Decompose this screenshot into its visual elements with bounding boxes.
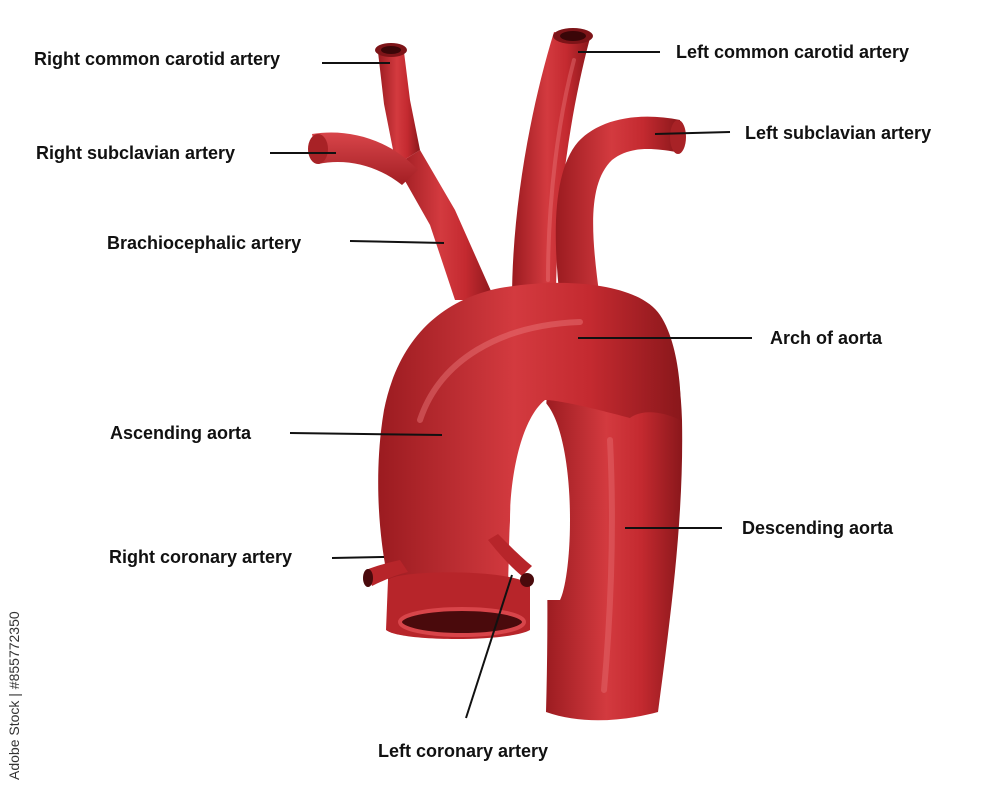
right-subclavian-end (308, 134, 328, 164)
label-brachiocephalic-artery: Brachiocephalic artery (107, 233, 302, 253)
label-arch-of-aorta: Arch of aorta (770, 328, 883, 348)
stock-watermark-id: Adobe Stock | #855772350 (6, 611, 22, 780)
left-subclavian-vessel (555, 116, 680, 300)
vessel-highlight-carotid (546, 58, 576, 282)
left-subclavian-end (670, 120, 686, 154)
right-coronary-end (363, 569, 373, 587)
label-ascending-aorta: Ascending aorta (110, 423, 252, 443)
leader-left-coronary (465, 574, 513, 719)
brachiocephalic-vessel (396, 150, 495, 300)
label-descending-aorta: Descending aorta (742, 518, 894, 538)
label-left-common-carotid-artery: Left common carotid artery (676, 42, 910, 62)
arch-inner-space (508, 402, 570, 600)
label-right-coronary-artery: Right coronary artery (109, 547, 293, 567)
leader-ascending-aorta (289, 432, 443, 436)
label-left-subclavian-artery: Left subclavian artery (745, 123, 932, 143)
leader-brachiocephalic (349, 240, 445, 244)
left-coronary-vessel (488, 534, 532, 576)
vessel-highlight-descending (601, 437, 615, 693)
left-common-carotid-vessel (512, 32, 590, 300)
arch-and-ascending-aorta-vessel (378, 282, 681, 605)
right-subclavian-vessel (312, 132, 418, 185)
left-coronary-end (520, 573, 534, 587)
leader-left-subclavian (654, 131, 731, 135)
right-coronary-vessel (366, 560, 408, 586)
aortic-root-rim (398, 607, 526, 637)
leader-lines (270, 51, 752, 719)
vessel-highlight-arch (417, 319, 583, 423)
aortic-root-lumen (400, 609, 524, 635)
label-left-coronary-artery: Left coronary artery (378, 741, 549, 761)
label-right-common-carotid-artery: Right common carotid artery (34, 49, 281, 69)
left-common-carotid-lumen (560, 31, 586, 41)
leader-right-coronary (331, 556, 385, 559)
right-common-carotid-vessel (378, 52, 420, 165)
right-common-carotid-lumen (381, 46, 401, 54)
label-right-subclavian-artery: Right subclavian artery (36, 143, 236, 163)
